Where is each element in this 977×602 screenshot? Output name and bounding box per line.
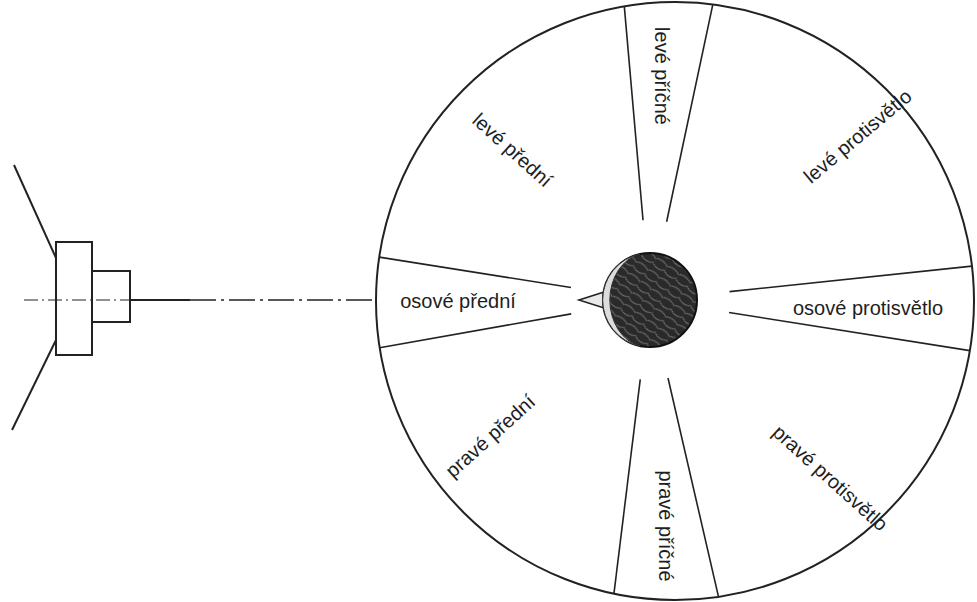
sector-label: pravé přední [441, 390, 539, 481]
sector-line [614, 379, 640, 593]
sector-label: osové protisvětlo [793, 297, 943, 319]
sector-line [667, 4, 713, 221]
sector-label: levé příčné [651, 27, 673, 125]
camera-symbol [12, 165, 130, 430]
lighting-circle [376, 2, 974, 600]
optical-axis [190, 299, 372, 300]
sector-line [730, 266, 972, 291]
sector-lines [379, 4, 972, 596]
sector-label: pravé protisvětlo [768, 421, 892, 536]
sector-label: levé protisvětlo [800, 85, 916, 188]
optical-axis [130, 299, 190, 301]
optical-axis [24, 300, 130, 301]
sector-label: osové přední [400, 290, 516, 312]
subject-head [579, 253, 697, 347]
sector-label: pravé příčné [655, 470, 677, 581]
sector-line [380, 314, 572, 348]
sector-label: levé přední [468, 109, 556, 192]
sector-line [379, 257, 571, 287]
sector-line [624, 6, 643, 220]
